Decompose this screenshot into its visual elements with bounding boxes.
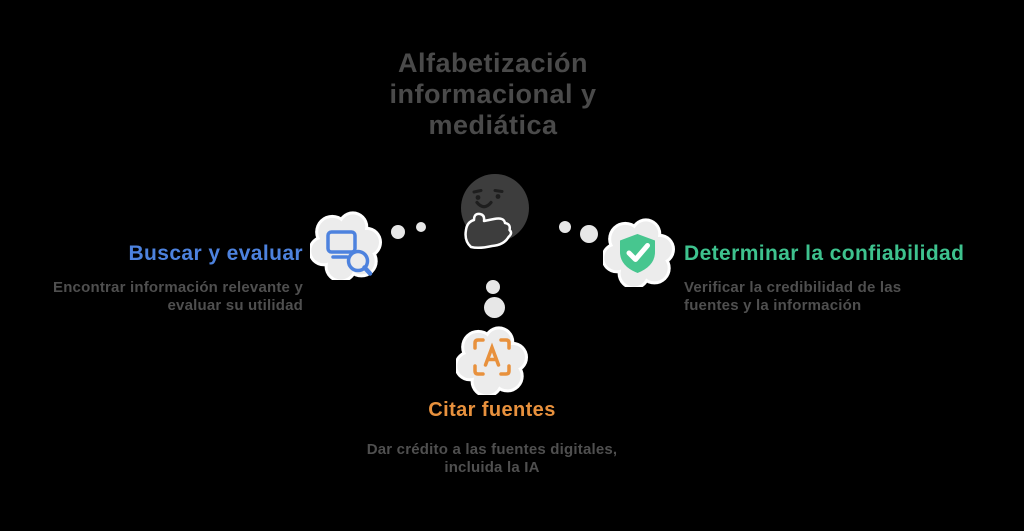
thought-bubble [580, 225, 598, 243]
thinking-face-icon [461, 174, 529, 250]
thought-bubble [416, 222, 426, 232]
branch-description-determinar-la-confiabilidad: Verificar la credibilidad de las fuentes… [684, 279, 902, 314]
thought-bubble [391, 225, 405, 239]
cite-text-frame-icon [473, 338, 511, 376]
thought-bubble [486, 280, 500, 294]
branch-title-buscar-y-evaluar: Buscar y evaluar [128, 242, 303, 265]
shield-check-icon [620, 234, 655, 273]
branch-description-buscar-y-evaluar: Encontrar información relevante y evalua… [52, 279, 303, 314]
thought-bubble [559, 221, 571, 233]
screen-search-icon [326, 230, 373, 276]
branch-description-citar-fuentes: Dar crédito a las fuentes digitales, inc… [366, 441, 618, 476]
branch-title-determinar-la-confiabilidad: Determinar la confiabilidad [684, 242, 965, 265]
page-title: Alfabetización informacional y mediática [389, 48, 597, 140]
branch-title-citar-fuentes: Citar fuentes [428, 399, 556, 421]
thought-bubble [484, 297, 505, 318]
